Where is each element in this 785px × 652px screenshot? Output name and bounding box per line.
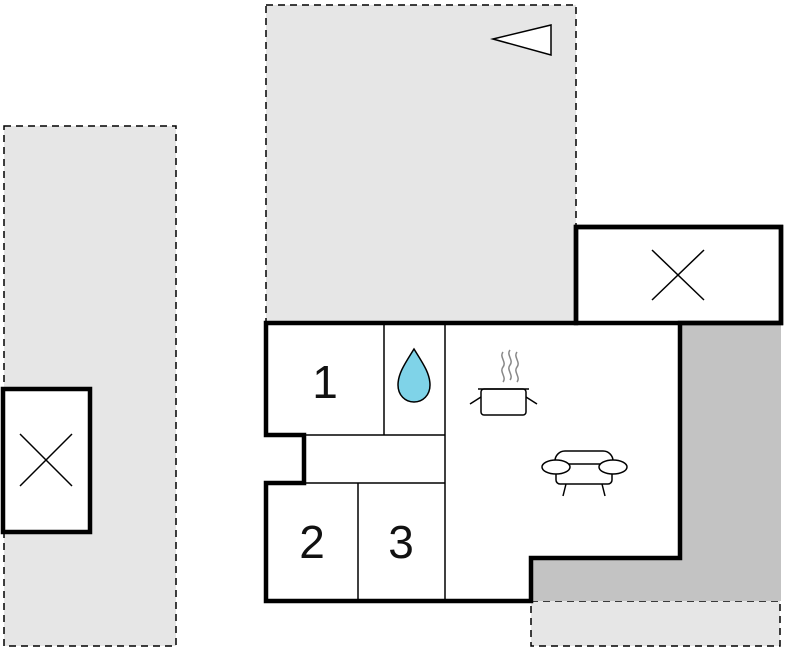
room-label-3: 3: [388, 516, 414, 568]
outdoor-area-bottom-right: [530, 600, 781, 647]
cross-icon: [19, 433, 73, 487]
bathroom-water-drop-icon: [397, 347, 431, 403]
room-label-2: 2: [299, 516, 325, 568]
room-label-1: 1: [312, 356, 338, 408]
living-room-sofa-icon: [541, 450, 628, 497]
outdoor-area-left: [3, 125, 177, 647]
outdoor-area-top: [265, 4, 577, 324]
compass-north-icon: [490, 24, 552, 56]
covered-terrace: [531, 323, 781, 601]
cross-icon: [651, 249, 705, 301]
annex-top-right: [573, 224, 784, 326]
house-interior: [266, 323, 680, 601]
kitchen-pot-icon: [469, 349, 538, 416]
